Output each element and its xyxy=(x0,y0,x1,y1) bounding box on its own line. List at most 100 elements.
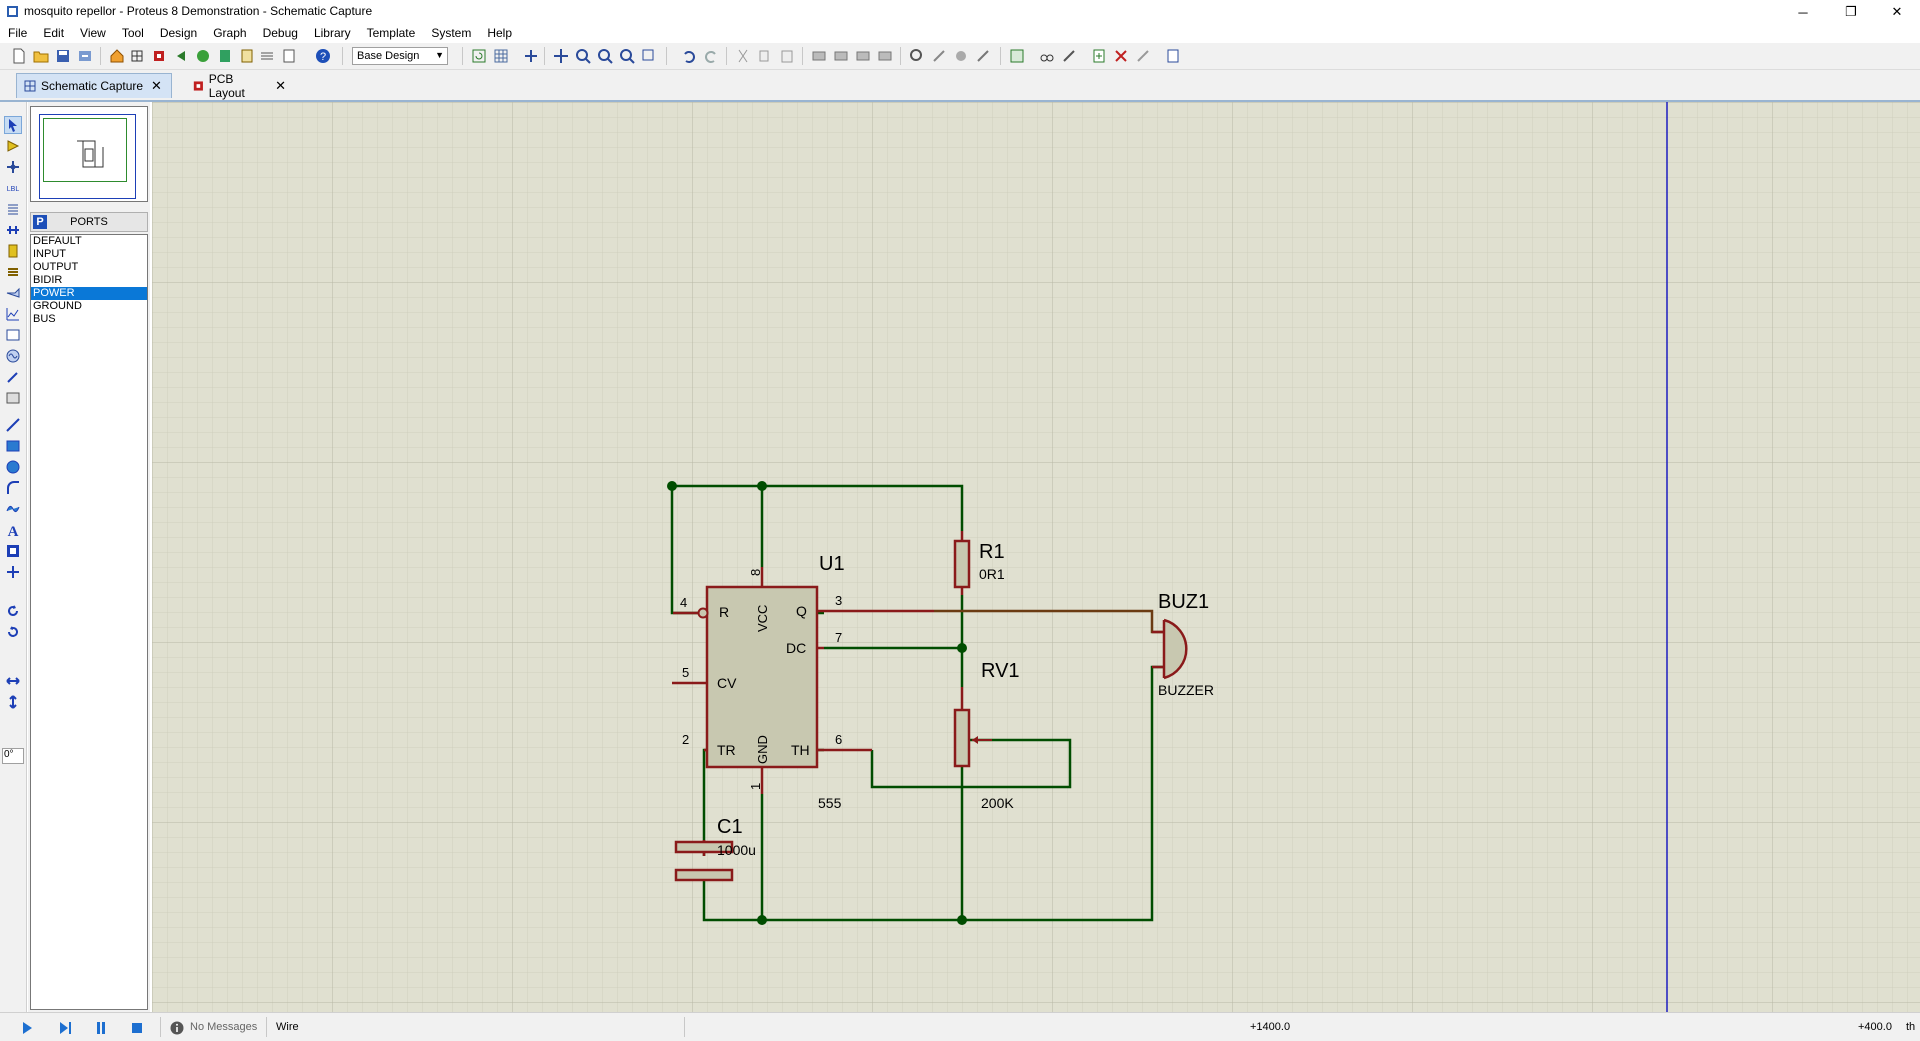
menu-file[interactable]: File xyxy=(8,26,28,40)
play-icon[interactable] xyxy=(18,1019,36,1037)
block-move-icon[interactable] xyxy=(832,47,850,65)
paste-icon[interactable] xyxy=(778,47,796,65)
origin-icon[interactable] xyxy=(522,47,540,65)
close-icon[interactable]: ✕ xyxy=(275,77,286,93)
circle-draw-icon[interactable] xyxy=(4,458,22,476)
close-window-button[interactable]: ✕ xyxy=(1891,4,1903,19)
c1-capacitor[interactable]: C1 1000u xyxy=(674,816,756,882)
zoom-out-icon[interactable] xyxy=(596,47,614,65)
voltage-probe-icon[interactable] xyxy=(4,368,22,386)
menu-design[interactable]: Design xyxy=(159,26,198,40)
block-delete-icon[interactable] xyxy=(876,47,894,65)
maximize-button[interactable]: ❐ xyxy=(1845,4,1857,19)
port-item-input[interactable]: INPUT xyxy=(33,248,66,260)
zoom-in-icon[interactable] xyxy=(574,47,592,65)
tape-recorder-icon[interactable] xyxy=(4,326,22,344)
remove-sheet-icon[interactable] xyxy=(1112,47,1130,65)
terminals-icon[interactable] xyxy=(4,263,22,281)
pcb-icon[interactable] xyxy=(150,47,168,65)
junction-dot-icon[interactable] xyxy=(4,158,22,176)
block-copy-icon[interactable] xyxy=(810,47,828,65)
cut-icon[interactable] xyxy=(734,47,752,65)
bom-icon[interactable] xyxy=(216,47,234,65)
menu-view[interactable]: View xyxy=(80,26,106,40)
text-draw-icon[interactable]: A xyxy=(4,521,22,539)
stop-icon[interactable] xyxy=(128,1019,146,1037)
virtual-instruments-icon[interactable] xyxy=(4,389,22,407)
menu-help[interactable]: Help xyxy=(487,26,513,40)
rotation-angle-field[interactable]: 0° xyxy=(2,748,24,764)
device-pins-icon[interactable] xyxy=(4,284,22,302)
menu-template[interactable]: Template xyxy=(366,26,416,40)
symbol-draw-icon[interactable] xyxy=(4,542,22,560)
zoom-area-icon[interactable] xyxy=(640,47,658,65)
netlist-icon[interactable] xyxy=(1164,47,1182,65)
port-item-bidir[interactable]: BIDIR xyxy=(33,274,63,286)
save-icon[interactable] xyxy=(54,47,72,65)
marker-draw-icon[interactable] xyxy=(4,563,22,581)
path-draw-icon[interactable] xyxy=(4,500,22,518)
port-item-output[interactable]: OUTPUT xyxy=(33,261,79,273)
generator-icon[interactable] xyxy=(4,347,22,365)
pick-device-icon[interactable] xyxy=(908,47,926,65)
menu-tool[interactable]: Tool xyxy=(121,26,144,40)
open-folder-icon[interactable] xyxy=(32,47,50,65)
line-draw-icon[interactable] xyxy=(4,416,22,434)
menu-system[interactable]: System xyxy=(431,26,472,40)
text-script-icon[interactable] xyxy=(4,200,22,218)
grid-icon[interactable] xyxy=(492,47,510,65)
ports-mode-icon[interactable]: P xyxy=(33,215,47,229)
schematic-canvas[interactable]: R Q VCC DC CV TR GND TH 4 8 3 7 5 2 6 1 … xyxy=(152,102,1920,1012)
selection-mode-icon[interactable] xyxy=(4,116,22,134)
schematic-icon[interactable] xyxy=(128,47,146,65)
menu-edit[interactable]: Edit xyxy=(43,26,65,40)
info-icon[interactable] xyxy=(168,1019,186,1037)
component-mode-icon[interactable] xyxy=(4,137,22,155)
schematic-drawing[interactable]: R Q VCC DC CV TR GND TH 4 8 3 7 5 2 6 1 … xyxy=(152,102,1920,1012)
tab-schematic-capture[interactable]: Schematic Capture ✕ xyxy=(16,73,172,98)
mirror-vertical-icon[interactable] xyxy=(4,693,22,711)
pan-icon[interactable] xyxy=(552,47,570,65)
back-icon[interactable] xyxy=(172,47,190,65)
home-icon[interactable] xyxy=(108,47,126,65)
mirror-horizontal-icon[interactable] xyxy=(4,672,22,690)
r1-resistor[interactable]: R1 0R1 xyxy=(953,531,1005,595)
search-tag-icon[interactable] xyxy=(1038,47,1056,65)
help-icon[interactable]: ? xyxy=(314,47,332,65)
port-item-power[interactable]: POWER xyxy=(31,287,147,300)
notes-icon[interactable] xyxy=(258,47,276,65)
wire-autorouter-icon[interactable] xyxy=(1008,47,1026,65)
code-icon[interactable] xyxy=(238,47,256,65)
tab-pcb-layout[interactable]: PCB Layout ✕ xyxy=(186,72,292,100)
new-file-icon[interactable] xyxy=(10,47,28,65)
import-icon[interactable] xyxy=(76,47,94,65)
menu-graph[interactable]: Graph xyxy=(213,26,247,40)
make-device-icon[interactable] xyxy=(930,47,948,65)
redo-icon[interactable] xyxy=(702,47,720,65)
rv1-potentiometer[interactable]: RV1 200K xyxy=(953,660,1020,811)
undo-icon[interactable] xyxy=(680,47,698,65)
overview-window[interactable] xyxy=(30,106,148,202)
u1-555-timer[interactable]: R Q VCC DC CV TR GND TH 4 8 3 7 5 2 6 1 … xyxy=(672,553,934,811)
minimize-button[interactable]: ─ xyxy=(1798,4,1808,20)
gerber-icon[interactable] xyxy=(194,47,212,65)
step-icon[interactable] xyxy=(56,1019,74,1037)
graph-mode-icon[interactable] xyxy=(4,305,22,323)
new-sheet-icon[interactable] xyxy=(1090,47,1108,65)
box-draw-icon[interactable] xyxy=(4,437,22,455)
report-icon[interactable] xyxy=(280,47,298,65)
design-variant-select[interactable]: Base Design▼ xyxy=(352,47,448,65)
wire-label-icon[interactable]: LBL xyxy=(4,179,22,197)
copy-icon[interactable] xyxy=(756,47,774,65)
port-item-default[interactable]: DEFAULT xyxy=(33,235,82,247)
zoom-all-icon[interactable] xyxy=(618,47,636,65)
pause-icon[interactable] xyxy=(92,1019,110,1037)
arc-draw-icon[interactable] xyxy=(4,479,22,497)
refresh-icon[interactable] xyxy=(470,47,488,65)
messages-status[interactable]: No Messages xyxy=(190,1021,258,1033)
rotate-clockwise-icon[interactable] xyxy=(4,602,22,620)
package-tool-icon[interactable] xyxy=(952,47,970,65)
buses-icon[interactable] xyxy=(4,221,22,239)
buz1-buzzer[interactable]: BUZ1 BUZZER xyxy=(1152,591,1214,698)
property-assign-icon[interactable] xyxy=(1060,47,1078,65)
